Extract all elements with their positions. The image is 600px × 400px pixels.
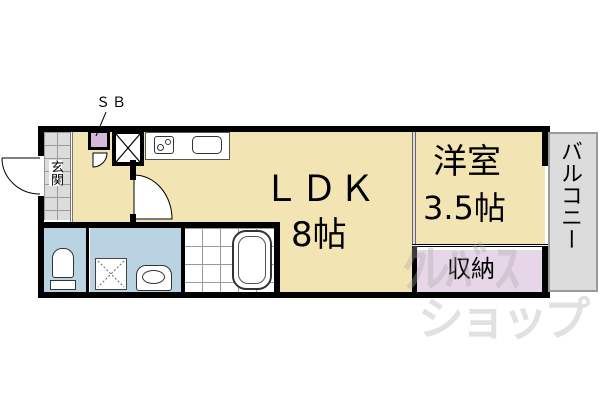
wall-bath-top: [38, 222, 278, 228]
wall-util-left: [130, 160, 136, 180]
wall-toilet-divider: [86, 228, 89, 292]
washing-machine-icon: [95, 258, 127, 290]
wall-util-lower: [130, 214, 136, 224]
watermark-line1: ｸﾚﾊﾞｽ: [402, 240, 520, 300]
stove-icon: [154, 136, 174, 154]
wall-storage-top: [412, 244, 548, 247]
toilet-tank: [50, 280, 76, 290]
wall-bath-divider: [181, 228, 185, 292]
balcony-floor: [548, 132, 598, 292]
outer-wall-left-upper: [38, 126, 44, 156]
utility-box-icon: [112, 130, 144, 166]
watermark-line2: ショップ: [418, 292, 590, 346]
storage-floor: [415, 250, 545, 292]
wall-storage-left: [412, 244, 417, 298]
western-room-size: 3.5帖: [423, 189, 506, 227]
bathtub-icon: [232, 230, 272, 290]
western-room-label: 洋室: [433, 142, 501, 182]
entrance-step: [70, 132, 73, 222]
shoe-box-label: ＳＢ: [96, 95, 128, 111]
ldk-label: ＬＤＫ: [263, 169, 378, 210]
wall-bath-right: [274, 222, 280, 298]
door-arc-icon: [133, 174, 173, 220]
outer-wall-right-lower: [542, 244, 548, 298]
outer-wall-left-lower: [38, 196, 44, 298]
western-room-floor: [415, 130, 545, 245]
entrance-floor: [44, 132, 70, 220]
sink-icon: [192, 136, 222, 154]
balcony-label: バルコニー: [557, 140, 582, 250]
entrance-label: 玄関: [48, 160, 63, 186]
sliding-door-ldk-western: [412, 132, 416, 244]
storage-label: 収納: [447, 255, 495, 283]
wash-basin-icon: [136, 265, 172, 291]
outer-wall-bottom: [38, 292, 550, 298]
front-door-arc-icon: [1, 157, 41, 195]
ldk-size: 8帖: [291, 215, 347, 255]
outer-wall-top: [38, 126, 550, 132]
outer-wall-right: [542, 126, 548, 166]
door-arc-icon: [92, 152, 108, 168]
ldk-floor-lower: [278, 220, 415, 292]
shoe-box-leader-line: [95, 112, 107, 137]
toilet-icon: [52, 248, 74, 278]
shoe-box: [88, 130, 110, 150]
